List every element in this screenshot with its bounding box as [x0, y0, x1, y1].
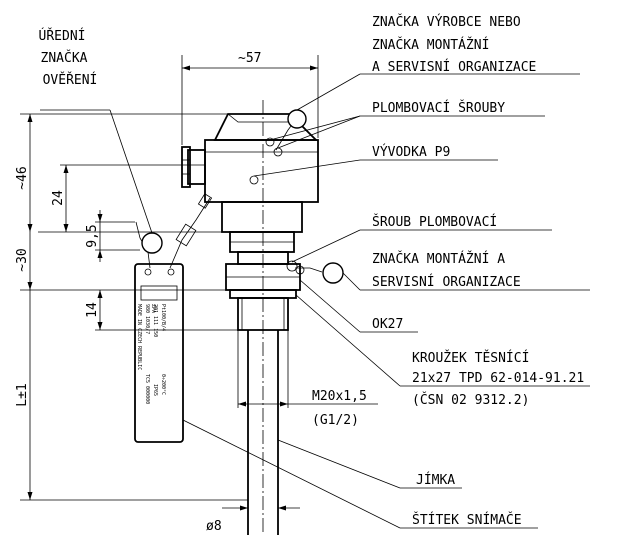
- label-official-mark-3: OVĚŘENÍ: [43, 72, 98, 88]
- plate-line-2: 0÷200°C: [160, 374, 166, 395]
- plate-brand: ZPA: [150, 304, 156, 313]
- connection-head: [181, 113, 319, 233]
- label-official-mark-1: ÚŘEDNÍ: [39, 28, 86, 44]
- label-manufacturer-3: A SERVISNÍ ORGANIZACE: [372, 59, 536, 75]
- label-manufacturer-2: ZNAČKA MONTÁŽNÍ: [372, 37, 489, 53]
- dim-30: ~30: [15, 248, 30, 271]
- plate-line-6: TC5 000000: [144, 374, 150, 404]
- seal-ball-head: [287, 109, 307, 129]
- label-cable-gland: VÝVODKA P9: [372, 144, 450, 160]
- dim-14: 14: [85, 302, 100, 318]
- label-manufacturer-1: ZNAČKA VÝROBCE NEBO: [372, 14, 521, 30]
- plate-line-5: 980 1030/7: [144, 304, 150, 334]
- label-assembly-2: SERVISNÍ ORGANIZACE: [372, 274, 521, 290]
- label-seal-ring-2: 21x27 TPD 62-014-91.21: [412, 371, 584, 386]
- labels: ÚŘEDNÍ ZNAČKA OVĚŘENÍ ZNAČKA VÝROBCE NEB…: [39, 14, 585, 528]
- plate-line-4: IP65: [152, 384, 158, 396]
- label-assembly-1: ZNAČKA MONTÁŽNÍ A: [372, 251, 505, 267]
- dim-9-5: 9,5: [85, 224, 100, 247]
- dimension-lines: [20, 55, 378, 511]
- label-seal-ring-3: (ČSN 02 9312.2): [412, 392, 529, 408]
- dim-thread-alt: (G1/2): [312, 413, 359, 428]
- dim-thread: M20x1,5: [312, 389, 367, 404]
- label-hex: OK27: [372, 317, 403, 332]
- dim-46: ~46: [15, 166, 30, 189]
- label-seal-ring-1: KROUŽEK TĚSNÍCÍ: [412, 350, 529, 366]
- dim-24: 24: [51, 190, 66, 206]
- leader-lines: [40, 73, 590, 529]
- thermowell-tube: [247, 100, 279, 535]
- plate-line-7: MADE IN CZECH REPUBLIC: [136, 304, 142, 370]
- plate-line-3: 201 111 150: [152, 304, 158, 337]
- label-thermowell: JÍMKA: [416, 472, 455, 488]
- sensor-plate: ZPA Pt100/B/4 0÷200°C 201 111 150 IP65 9…: [134, 263, 184, 443]
- dimension-labels: ~57 ~46 24 9,5 ~30 14 L±1 M20x1,5 (G1/2)…: [15, 51, 367, 534]
- seal-ball-nut: [322, 262, 344, 284]
- dim-diameter: ø8: [206, 519, 222, 534]
- dim-width-top: ~57: [238, 51, 261, 66]
- seal-ball-plate: [141, 232, 163, 254]
- label-seal-screw: ŠROUB PLOMBOVACÍ: [372, 214, 497, 230]
- label-sensor-plate: ŠTÍTEK SNÍMAČE: [412, 512, 522, 528]
- dim-length: L±1: [15, 383, 30, 406]
- label-seal-screws: PLOMBOVACÍ ŠROUBY: [372, 100, 505, 116]
- hex-and-thread: [225, 231, 305, 331]
- label-official-mark-2: ZNAČKA: [41, 50, 88, 66]
- plate-line-1: Pt100/B/4: [160, 304, 166, 331]
